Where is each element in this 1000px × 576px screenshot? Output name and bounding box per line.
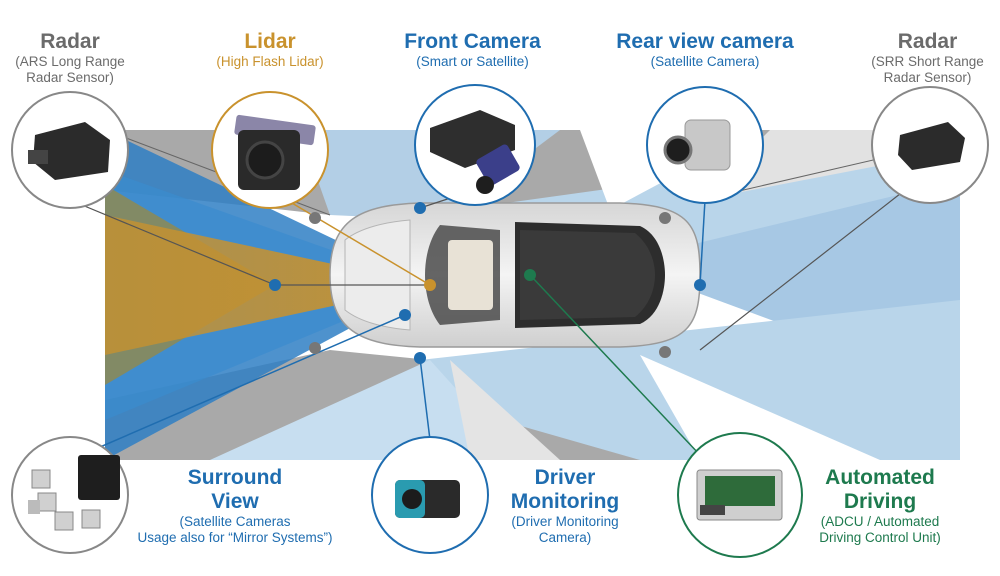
front-camera-icon <box>414 84 536 206</box>
lidar-title: Lidar <box>244 30 296 53</box>
lidar-sensor-icon <box>211 91 329 209</box>
automated-driving-sub2: Driving Control Unit) <box>819 529 941 545</box>
automated-driving-sub1: (ADCU / Automated <box>820 514 940 530</box>
driver-monitoring-camera-icon <box>371 436 489 554</box>
front-camera-sub1: (Smart or Satellite) <box>416 54 529 70</box>
rear-view-camera-sub1: (Satellite Camera) <box>650 54 760 70</box>
rear-view-camera-title: Rear view camera <box>616 30 794 53</box>
radar-long-range-sub1: (ARS Long Range <box>15 54 125 70</box>
radar-long-range-sub2: Radar Sensor) <box>26 69 114 85</box>
radar-short-range-sub2: Radar Sensor) <box>883 69 972 85</box>
radar-short-range-title: Radar <box>897 30 958 53</box>
driver-monitoring-sub1: (Driver Monitoring <box>511 514 619 530</box>
car-top-view-icon <box>329 202 701 348</box>
radar-long-range-sensor-icon <box>11 91 129 209</box>
surround-view-sub2: Usage also for “Mirror Systems”) <box>137 529 333 545</box>
automated-driving-title2: Driving <box>843 490 917 514</box>
radar-long-range-label: Radar (ARS Long Range Radar Sensor) <box>5 30 135 85</box>
radar-long-range-title: Radar <box>40 30 100 53</box>
driver-monitoring-title1: Driver <box>534 466 596 489</box>
driver-monitoring-title2: Monitoring <box>510 490 620 514</box>
surround-view-title2: View <box>211 490 259 514</box>
adcu-control-unit-icon <box>677 432 803 558</box>
surround-view-title1: Surround <box>187 466 283 489</box>
radar-short-range-label: Radar (SRR Short Range Radar Sensor) <box>860 30 995 85</box>
front-camera-label: Front Camera (Smart or Satellite) <box>385 30 560 70</box>
surround-view-label: Surround View (Satellite Cameras Usage a… <box>120 466 350 545</box>
surround-view-sub1: (Satellite Cameras <box>179 514 291 530</box>
automated-driving-label: Automated Driving (ADCU / Automated Driv… <box>805 466 955 545</box>
lidar-sub1: (High Flash Lidar) <box>216 54 324 70</box>
driver-monitoring-label: Driver Monitoring (Driver Monitoring Cam… <box>495 466 635 545</box>
radar-short-range-sub1: (SRR Short Range <box>871 54 984 70</box>
front-camera-title: Front Camera <box>404 30 541 53</box>
surround-cameras-icon <box>11 436 129 554</box>
lidar-label: Lidar (High Flash Lidar) <box>190 30 350 70</box>
automated-driving-title1: Automated <box>825 466 935 489</box>
driver-monitoring-sub2: Camera) <box>538 529 592 545</box>
rear-view-camera-icon <box>646 86 764 204</box>
radar-short-range-sensor-icon <box>871 86 989 204</box>
rear-view-camera-label: Rear view camera (Satellite Camera) <box>600 30 810 70</box>
